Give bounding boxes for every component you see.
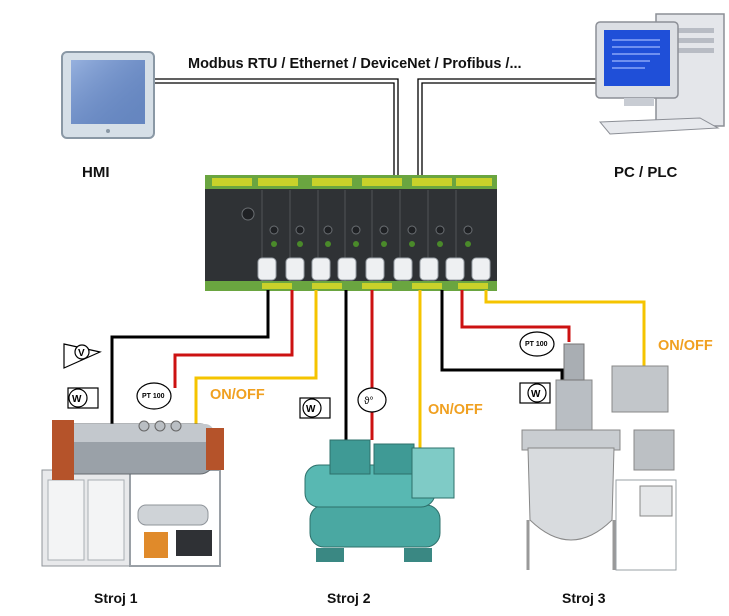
bus-lines xyxy=(152,78,600,178)
onoff-label-1: ON/OFF xyxy=(210,387,265,403)
onoff-label-3: ON/OFF xyxy=(658,338,713,354)
svg-text:V: V xyxy=(78,348,85,359)
pt100-label-1: PT 100 xyxy=(142,393,165,400)
temperature-sensor-2: ϑ° xyxy=(357,387,387,413)
voltage-meter-icon: V xyxy=(63,343,102,369)
machine-3-illustration xyxy=(521,343,677,571)
motor-sensor-3: W xyxy=(519,382,551,404)
pc-icon xyxy=(595,13,725,135)
wires xyxy=(110,290,646,448)
machine-2-label: Stroj 2 xyxy=(327,590,371,606)
machine-3-label: Stroj 3 xyxy=(562,590,606,606)
machine-1-label: Stroj 1 xyxy=(94,590,138,606)
svg-text:W: W xyxy=(72,394,82,405)
onoff-label-2: ON/OFF xyxy=(428,402,483,418)
svg-text:W: W xyxy=(306,404,316,415)
svg-text:ϑ°: ϑ° xyxy=(364,396,373,407)
motor-sensor-1: W xyxy=(67,387,99,409)
svg-text:W: W xyxy=(531,389,541,400)
machine-2-illustration xyxy=(304,439,455,562)
motor-sensor-2: W xyxy=(299,397,331,419)
hmi-icon xyxy=(61,51,155,139)
bus-label: Modbus RTU / Ethernet / DeviceNet / Prof… xyxy=(188,56,522,72)
pt100-label-3: PT 100 xyxy=(525,341,548,348)
machine-1-illustration xyxy=(41,420,224,567)
controller-rack xyxy=(205,175,497,291)
pt100-sensor-3 xyxy=(519,331,555,357)
pc-plc-label: PC / PLC xyxy=(614,164,678,181)
pt100-sensor-1 xyxy=(136,382,172,410)
hmi-label: HMI xyxy=(82,164,110,181)
